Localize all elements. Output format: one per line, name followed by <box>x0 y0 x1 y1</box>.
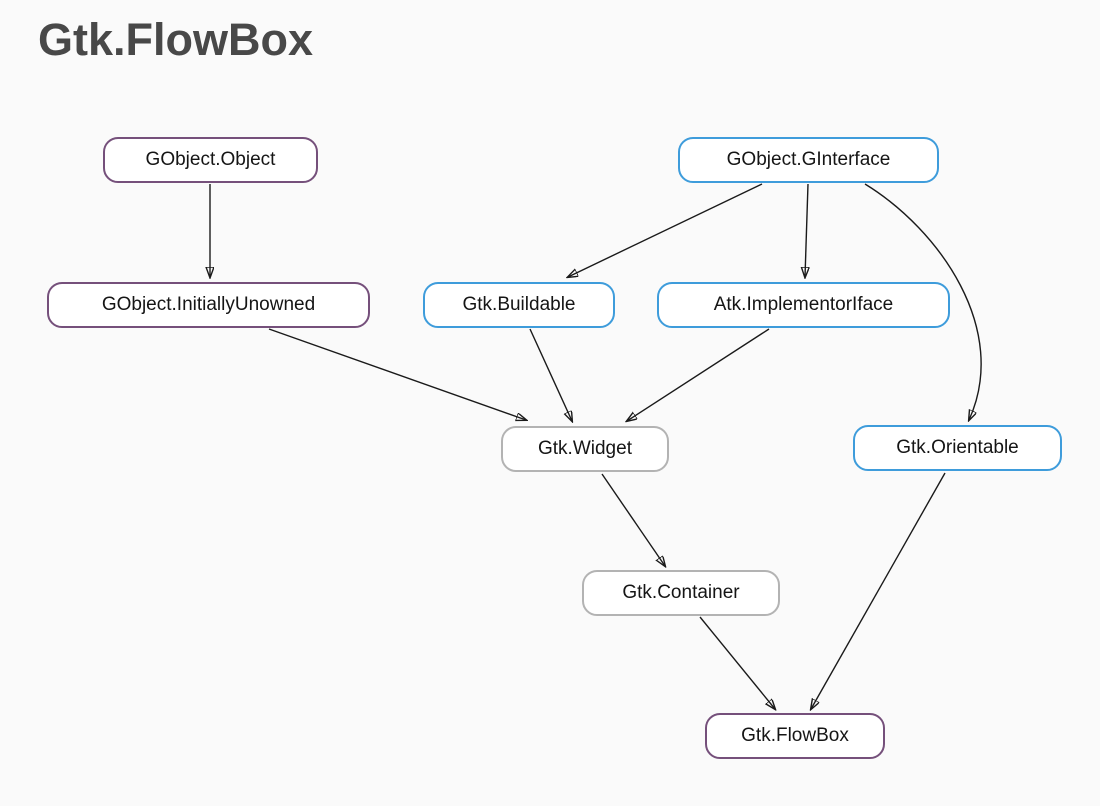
edge-buildable-to-widget <box>529 328 572 421</box>
node-label: Gtk.Orientable <box>896 437 1019 458</box>
edge-ginterface-to-implementoriface <box>805 183 808 277</box>
node-gobject-ginterface[interactable]: GObject.GInterface <box>678 137 939 183</box>
node-label: Atk.ImplementorIface <box>713 294 894 315</box>
node-gtk-widget[interactable]: Gtk.Widget <box>501 426 669 472</box>
node-atk-implementoriface[interactable]: Atk.ImplementorIface <box>657 282 950 328</box>
edge-implementoriface-to-widget <box>627 328 770 421</box>
node-label: GObject.InitiallyUnowned <box>101 294 316 315</box>
node-label: GObject.Object <box>145 149 276 170</box>
node-gobject-initiallyunowned[interactable]: GObject.InitiallyUnowned <box>47 282 370 328</box>
edge-widget-to-container <box>601 473 665 566</box>
node-label: Gtk.Buildable <box>462 294 576 315</box>
page-title: Gtk.FlowBox <box>38 14 314 65</box>
node-label: GObject.GInterface <box>726 149 891 170</box>
node-gobject-object[interactable]: GObject.Object <box>103 137 318 183</box>
node-gtk-flowbox[interactable]: Gtk.FlowBox <box>705 713 885 759</box>
node-label: Gtk.Container <box>622 582 740 603</box>
node-gtk-buildable[interactable]: Gtk.Buildable <box>423 282 615 328</box>
edge-container-to-flowbox <box>699 616 775 709</box>
node-label: Gtk.Widget <box>538 438 632 459</box>
edge-ginterface-to-buildable <box>568 183 763 277</box>
edge-orientable-to-flowbox <box>811 472 946 709</box>
node-gtk-orientable[interactable]: Gtk.Orientable <box>853 425 1062 471</box>
node-gtk-container[interactable]: Gtk.Container <box>582 570 780 616</box>
edge-initiallyunowned-to-widget <box>268 328 526 420</box>
node-label: Gtk.FlowBox <box>741 725 849 746</box>
